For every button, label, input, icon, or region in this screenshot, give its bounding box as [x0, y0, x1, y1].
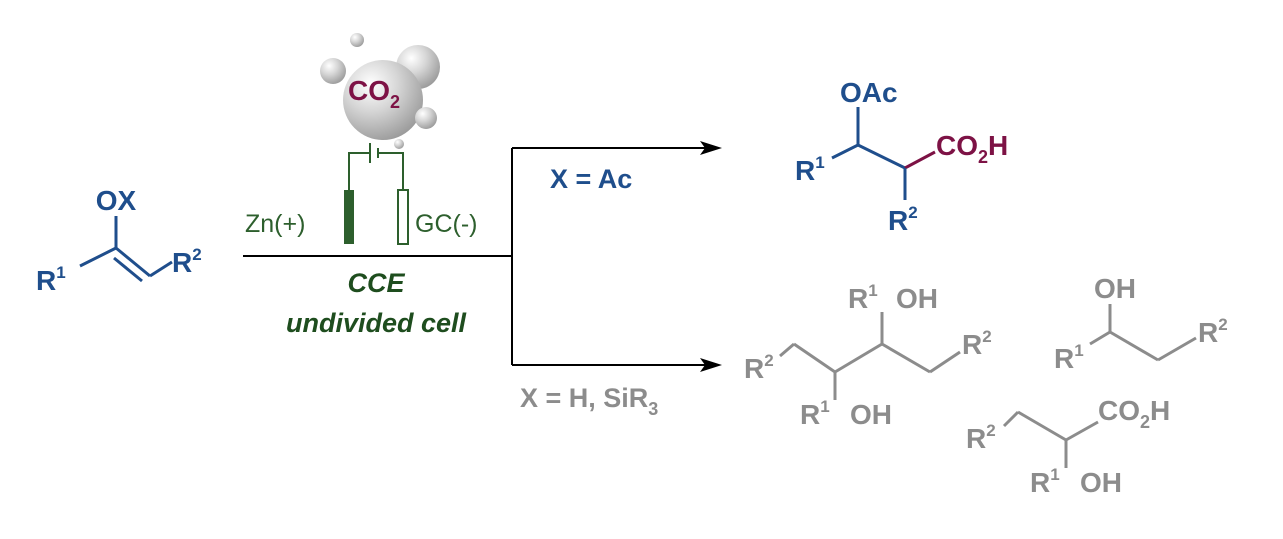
bond-ch2-r2-right: [929, 350, 961, 374]
diol-r2-left: R2: [744, 351, 774, 384]
bottom-branch-label: X = H, SiR3: [520, 383, 658, 419]
anode-label: Zn(+): [245, 210, 305, 238]
main-product: OAc R1 CO2H R2: [795, 77, 1008, 236]
bond-c-c: [857, 143, 906, 170]
bond-ch2-c: [1017, 410, 1067, 442]
alcohol-oh-label: OH: [1094, 273, 1136, 304]
reactant-ox-label: OX: [96, 185, 137, 216]
bottom-arrowhead: [700, 358, 722, 372]
diol-oh-bottom: OH: [850, 399, 892, 430]
bubble-main: [343, 60, 423, 140]
diol-oh-top: OH: [896, 283, 938, 314]
bond-c-c-center: [834, 342, 883, 374]
reaction-arrows: [243, 141, 722, 372]
bond-c-co2h: [1065, 420, 1099, 442]
circuit-wire-left: [348, 152, 370, 190]
side-product-hydroxy-acid: R2 CO2H R1 OH: [966, 395, 1170, 498]
bubble-small-2: [394, 139, 404, 149]
acid-oh-label: OH: [1080, 467, 1122, 498]
top-branch-label: X = Ac: [550, 164, 632, 194]
conditions-undivided-cell: undivided cell: [286, 308, 467, 338]
bond-c-r1: [79, 246, 117, 268]
bubble-small-1: [350, 33, 364, 47]
cell-circuit: [348, 143, 404, 190]
alcohol-r2-label: R2: [1198, 315, 1228, 348]
diol-r1-bottom: R1: [800, 397, 830, 430]
bubble-medium-1: [320, 58, 346, 84]
bond-r2-ch2: [779, 342, 795, 358]
bond-ch2-c: [793, 342, 836, 374]
bond-c-r2: [149, 260, 173, 278]
bond-r2-ch2: [1002, 410, 1020, 428]
bubble-medium-2: [415, 107, 437, 129]
reactant-structure: OX R1 R2: [36, 185, 202, 296]
acid-co2h-label: CO2H: [1098, 395, 1170, 432]
bond-c-c-double-inner: [113, 256, 143, 283]
bond-c-ch2: [1109, 330, 1159, 362]
bond-c-r1: [831, 143, 859, 160]
diol-r1-top: R1: [848, 281, 878, 314]
bond-ch2-r2: [1157, 336, 1197, 362]
product-oac-label: OAc: [840, 77, 898, 108]
bond-c-r1: [1089, 330, 1111, 346]
electrochemical-cell: Zn(+) GC(-): [245, 143, 477, 245]
acid-r2-label: R2: [966, 421, 996, 454]
reactant-r1-label: R1: [36, 263, 66, 296]
product-r2-label: R2: [888, 203, 918, 236]
product-r1-label: R1: [795, 153, 825, 186]
top-arrowhead: [700, 141, 722, 155]
side-product-diol: R2 R1 OH R2 R1 OH: [744, 281, 992, 430]
reactant-r2-label: R2: [172, 245, 202, 278]
circuit-wire-right: [378, 152, 404, 190]
conditions-cce: CCE: [347, 268, 405, 298]
bond-c-c-double: [115, 246, 151, 278]
acid-r1-label: R1: [1030, 465, 1060, 498]
product-co2h-label: CO2H: [936, 130, 1008, 167]
cathode-electrode: [397, 189, 409, 245]
bond-c-ch2-right: [881, 342, 931, 374]
co2-bubbles: CO2: [320, 33, 440, 149]
bond-c-co2h: [904, 150, 936, 170]
anode-electrode: [344, 190, 354, 244]
side-product-alcohol: OH R1 R2: [1054, 273, 1228, 374]
diol-r2-right: R2: [962, 327, 992, 360]
co2-label: CO2: [348, 75, 400, 112]
alcohol-r1-label: R1: [1054, 341, 1084, 374]
cathode-label: GC(-): [415, 210, 477, 238]
